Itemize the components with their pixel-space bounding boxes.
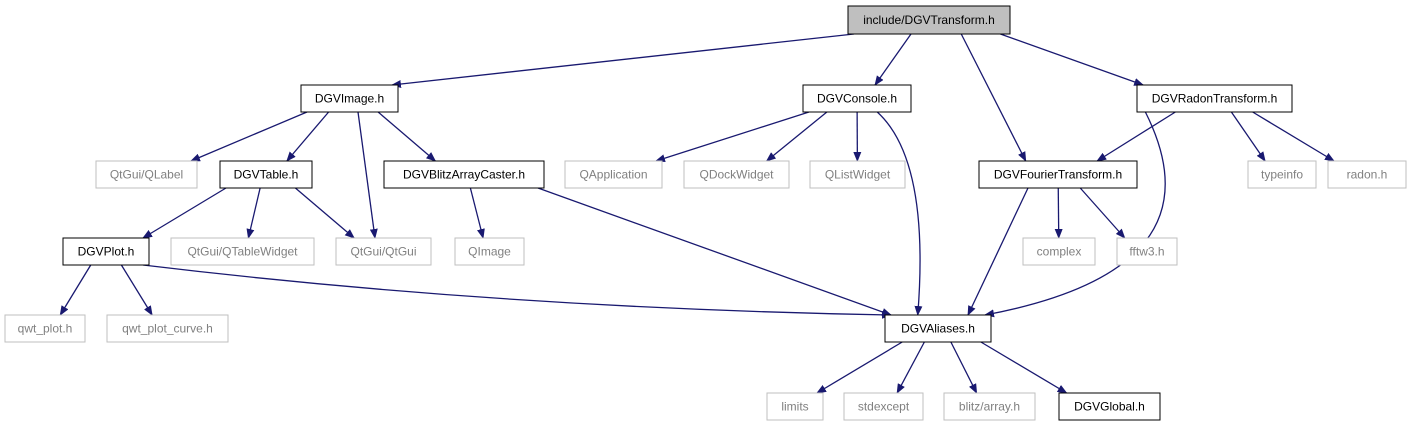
edge-dgvblitz-to-qimage xyxy=(469,187,485,239)
edge-dgvtable-to-dgvplot xyxy=(142,187,227,239)
edge-dgvradon-to-typeinfo xyxy=(1230,111,1266,162)
edge-dgvplot-to-dgvaliases xyxy=(142,264,892,319)
node-dgvglobal[interactable]: DGVGlobal.h xyxy=(1058,392,1161,421)
node-dgvradon[interactable]: DGVRadonTransform.h xyxy=(1136,84,1293,113)
node-label-root: include/DGVTransform.h xyxy=(863,13,995,27)
edge-dgvconsole-to-qapplication xyxy=(655,111,810,163)
node-complex: complex xyxy=(1022,237,1096,266)
edge-dgvfourier-to-dgvaliases xyxy=(967,187,1029,316)
node-label-qapplication: QApplication xyxy=(579,168,647,182)
edge-dgvradon-to-dgvfourier xyxy=(1096,111,1176,162)
node-label-dgvblitz: DGVBlitzArrayCaster.h xyxy=(403,168,525,182)
node-dgvimage[interactable]: DGVImage.h xyxy=(300,84,399,113)
edge-root-to-dgvimage xyxy=(391,33,855,88)
node-stdexcept: stdexcept xyxy=(843,392,924,421)
node-label-dgvradon: DGVRadonTransform.h xyxy=(1152,92,1278,106)
node-dgvplot[interactable]: DGVPlot.h xyxy=(62,237,150,266)
node-dgvconsole[interactable]: DGVConsole.h xyxy=(802,84,912,113)
edge-dgvplot-to-qwtcurve xyxy=(120,264,153,316)
edge-dgvfourier-to-fftw3 xyxy=(1079,187,1126,239)
node-qdockwidget: QDockWidget xyxy=(683,160,790,189)
node-label-qtablewidget: QtGui/QTableWidget xyxy=(187,245,298,259)
node-label-qlabel: QtGui/QLabel xyxy=(110,168,183,182)
node-qwtcurve: qwt_plot_curve.h xyxy=(106,314,229,343)
node-label-limits: limits xyxy=(781,400,808,414)
node-label-qwtplot: qwt_plot.h xyxy=(18,322,73,336)
edge-dgvplot-to-qwtplot xyxy=(59,264,92,316)
edge-dgvaliases-to-dgvglobal xyxy=(980,341,1068,394)
node-label-fftw3: fftw3.h xyxy=(1129,245,1164,259)
node-label-typeinfo: typeinfo xyxy=(1261,168,1303,182)
node-label-stdexcept: stdexcept xyxy=(858,400,910,414)
node-label-complex: complex xyxy=(1037,245,1082,259)
node-qtablewidget: QtGui/QTableWidget xyxy=(170,237,315,266)
node-label-blitzarray: blitz/array.h xyxy=(959,400,1020,414)
edge-root-to-dgvconsole xyxy=(874,33,912,86)
edge-dgvimage-to-qtgui xyxy=(357,111,378,239)
edge-dgvfourier-to-complex xyxy=(1054,187,1063,239)
node-label-dgvaliases: DGVAliases.h xyxy=(901,322,975,336)
node-qlistwidget: QListWidget xyxy=(809,160,906,189)
node-qapplication: QApplication xyxy=(564,160,663,189)
node-qtgui: QtGui/QtGui xyxy=(335,237,432,266)
node-typeinfo: typeinfo xyxy=(1247,160,1317,189)
dependency-edges xyxy=(59,33,1335,394)
edge-dgvtable-to-qtgui xyxy=(294,187,355,239)
edge-dgvtable-to-qtablewidget xyxy=(246,187,261,239)
node-label-qimage: QImage xyxy=(468,245,511,259)
edge-dgvaliases-to-stdexcept xyxy=(896,341,925,394)
node-root[interactable]: include/DGVTransform.h xyxy=(847,5,1011,35)
node-label-dgvimage: DGVImage.h xyxy=(315,92,384,106)
node-dgvtable[interactable]: DGVTable.h xyxy=(219,160,313,189)
node-label-dgvplot: DGVPlot.h xyxy=(78,245,135,259)
edge-dgvimage-to-dgvtable xyxy=(286,111,330,162)
edge-dgvaliases-to-blitzarray xyxy=(950,341,978,394)
edge-root-to-dgvradon xyxy=(1000,33,1145,86)
node-label-radon: radon.h xyxy=(1347,168,1388,182)
edge-dgvimage-to-qlabel xyxy=(190,111,308,162)
node-fftw3: fftw3.h xyxy=(1116,237,1178,266)
edge-dgvaliases-to-limits xyxy=(816,341,903,394)
node-qwtplot: qwt_plot.h xyxy=(4,314,86,343)
node-dgvfourier[interactable]: DGVFourierTransform.h xyxy=(978,160,1138,189)
node-qlabel: QtGui/QLabel xyxy=(95,160,198,189)
edge-dgvconsole-to-qdockwidget xyxy=(765,111,828,162)
node-dgvblitz[interactable]: DGVBlitzArrayCaster.h xyxy=(383,160,545,189)
edge-dgvradon-to-radon xyxy=(1252,111,1335,162)
node-label-qlistwidget: QListWidget xyxy=(825,168,891,182)
node-label-qtgui: QtGui/QtGui xyxy=(350,245,416,259)
node-label-dgvtable: DGVTable.h xyxy=(234,168,299,182)
node-limits: limits xyxy=(766,392,824,421)
edge-root-to-dgvfourier xyxy=(960,33,1027,162)
node-blitzarray: blitz/array.h xyxy=(943,392,1036,421)
node-label-qwtcurve: qwt_plot_curve.h xyxy=(122,322,213,336)
node-dgvaliases[interactable]: DGVAliases.h xyxy=(884,314,992,343)
edge-dgvblitz-to-dgvaliases xyxy=(537,187,892,316)
node-label-qdockwidget: QDockWidget xyxy=(699,168,774,182)
edge-dgvimage-to-dgvblitz xyxy=(377,111,437,162)
node-label-dgvfourier: DGVFourierTransform.h xyxy=(994,168,1122,182)
edge-dgvconsole-to-dgvaliases xyxy=(876,111,923,316)
node-label-dgvconsole: DGVConsole.h xyxy=(817,92,897,106)
node-radon: radon.h xyxy=(1327,160,1407,189)
node-qimage: QImage xyxy=(454,237,525,266)
node-label-dgvglobal: DGVGlobal.h xyxy=(1074,400,1145,414)
edge-dgvradon-to-dgvaliases xyxy=(984,111,1166,318)
